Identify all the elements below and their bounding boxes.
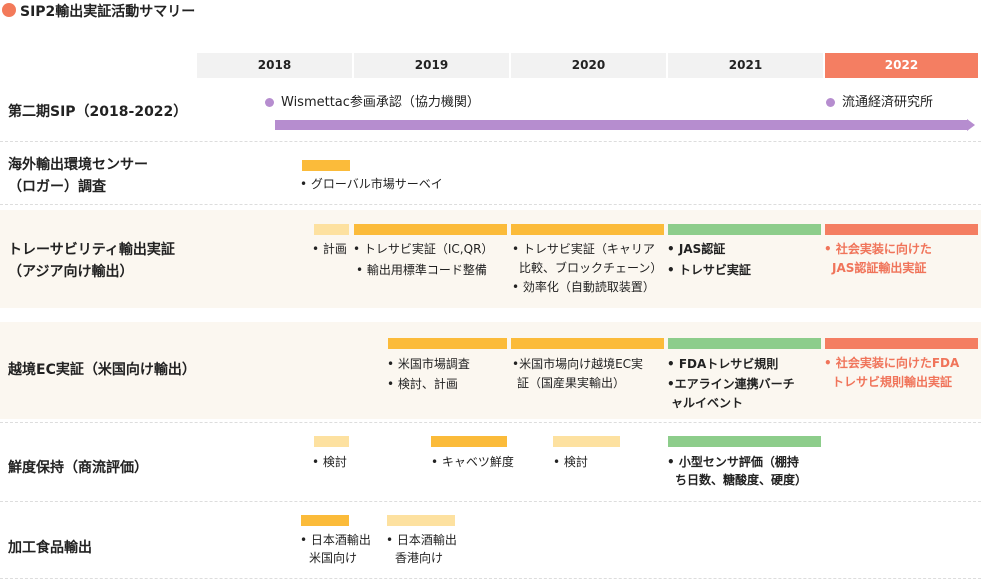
trace-bar-2020 [511,224,664,235]
trace-bar-plan [314,224,349,235]
ec-note-2021-2: •エアライン連携バーチ [667,377,795,391]
food-note-a2: 米国向け [309,551,358,565]
ec-bar-2019 [388,338,507,349]
trace-note-2020-2: 比較、ブロックチェーン） [519,261,663,275]
trace-note-plan: • 計画 [312,242,347,256]
trace-bar-2022 [825,224,978,235]
ec-bar-2020 [511,338,664,349]
year-header-2020: 2020 [511,53,666,78]
ec-bar-2022 [825,338,978,349]
fresh-note-c: • 検討 [553,455,588,469]
fresh-note-a: • 検討 [312,455,347,469]
trace-note-2022-1: • 社会実装に向けた [824,242,932,256]
food-bar-a [301,515,349,526]
ec-note-2020-2: 証（国産果実輸出） [517,376,626,390]
arrow-right-icon [967,119,975,131]
trace-note-2019-1: • トレサビ実証（IC,QR） [353,242,494,256]
year-header-2022: 2022 [825,53,978,78]
food-note-b2: 香港向け [395,551,444,565]
ec-note-2021-1: • FDAトレサビ規則 [667,357,779,371]
ec-note-2019-2: • 検討、計画 [387,377,458,391]
trace-note-2022-2: JAS認証輸出実証 [832,261,927,275]
row-label-trace-line2: （アジア向け輸出） [8,264,134,280]
year-header-2021: 2021 [668,53,823,78]
year-header-2019: 2019 [354,53,509,78]
row-label-ec: 越境EC実証（米国向け輸出） [8,362,196,378]
trace-note-2020-1: • トレサビ実証（キャリア [512,242,655,256]
fresh-note-d1: • 小型センサ評価（棚持 [667,455,799,469]
trace-note-2020-3: • 効率化（自動読取装置） [512,280,655,294]
row-label-sip: 第二期SIP（2018-2022） [8,104,188,120]
page-title: SIP2輸出実証活動サマリー [20,4,196,20]
food-bar-b [387,515,455,526]
ec-note-2022-2: トレサビ規則輸出実証 [832,375,953,389]
fresh-bar-a [314,436,349,447]
trace-bar-2019 [354,224,507,235]
fresh-note-b: • キャベツ鮮度 [431,455,514,469]
ec-note-2022-1: • 社会実装に向けたFDA [824,356,960,370]
logger-bar-2018 [302,160,350,171]
row-label-logger-line1: 海外輸出環境センサー [8,157,148,173]
food-note-a1: • 日本酒輸出 [300,533,371,547]
ec-note-2021-3: ャルイベント [671,396,744,410]
row-divider [0,422,981,423]
row-divider [0,501,981,502]
milestone-dot-icon [265,98,274,107]
ec-bar-2021 [668,338,821,349]
logger-note: • グローバル市場サーベイ [300,177,443,191]
row-divider [0,578,981,579]
row-label-logger-line2: （ロガー）調査 [8,179,106,195]
title-dot-icon [2,3,16,17]
sip-end-note: 流通経済研究所 [842,95,934,110]
food-note-b1: • 日本酒輸出 [386,533,457,547]
ec-note-2020-1: •米国市場向け越境EC実 [512,357,644,371]
milestone-dot-icon [826,98,835,107]
row-label-fresh: 鮮度保持（商流評価） [8,460,148,476]
row-label-trace-line1: トレーサビリティ輸出実証 [8,242,175,258]
fresh-bar-b [431,436,507,447]
trace-note-2021-1: • JAS認証 [667,242,726,256]
row-label-food: 加工食品輸出 [8,540,92,556]
sip-period-bar [275,120,968,130]
ec-note-2019-1: • 米国市場調査 [387,357,470,371]
sip-start-note: Wismettac参画承認（協力機関） [281,95,480,110]
fresh-bar-c [553,436,620,447]
trace-note-2019-2: • 輸出用標準コード整備 [356,263,487,277]
row-divider [0,141,981,142]
row-divider [0,204,981,205]
trace-note-2021-2: • トレサビ実証 [667,263,751,277]
trace-bar-2021 [668,224,821,235]
fresh-bar-d [668,436,821,447]
fresh-note-d2: ち日数、糖酸度、硬度） [675,473,808,487]
year-header-2018: 2018 [197,53,352,78]
